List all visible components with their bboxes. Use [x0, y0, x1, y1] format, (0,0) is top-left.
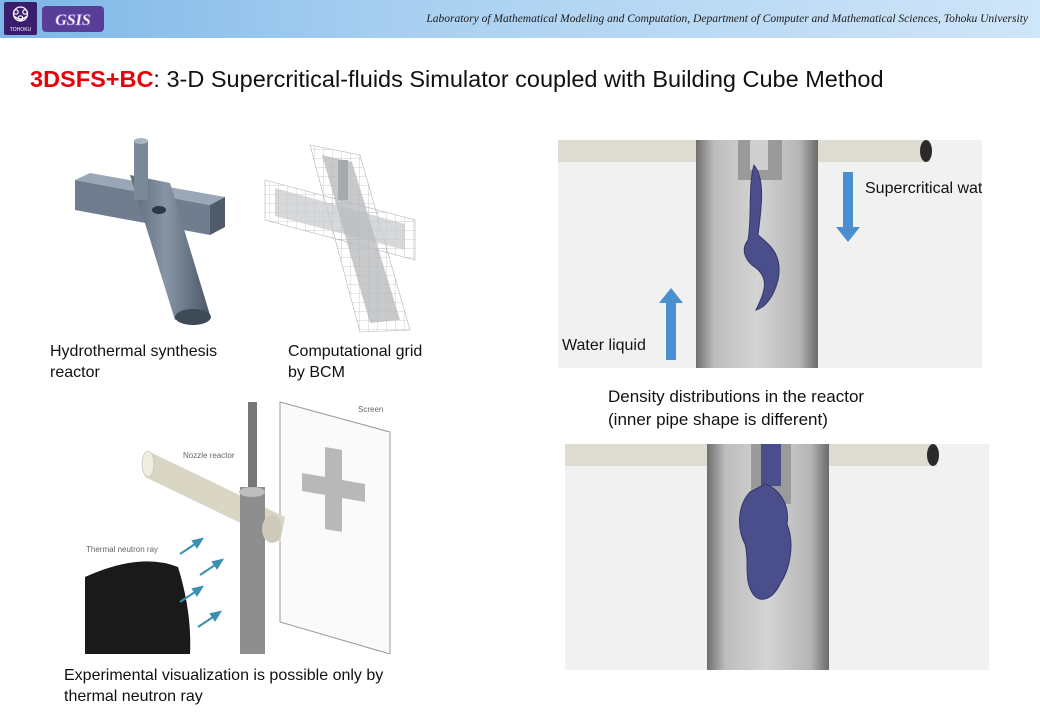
- grid-caption-line2: by BCM: [288, 364, 345, 381]
- water-liquid-label: Water liquid: [562, 337, 646, 354]
- density-simulation-bottom: [565, 444, 989, 670]
- header-bar: [0, 0, 1040, 38]
- grid-caption-line1: Computational grid: [288, 343, 423, 360]
- experiment-caption-line2: thermal neutron ray: [64, 688, 203, 705]
- density-caption: Density distributions in the reactor (in…: [608, 385, 864, 431]
- reactor-caption-line1: Hydrothermal synthesis: [50, 343, 218, 360]
- bcm-grid-illustration: [260, 140, 420, 335]
- title-acronym: 3DSFS+BC: [30, 66, 154, 92]
- reactor-illustration: [60, 135, 260, 335]
- density-caption-line2: (inner pipe shape is different): [608, 410, 828, 429]
- title-rest: : 3-D Supercritical-fluids Simulator cou…: [153, 66, 884, 92]
- lab-affiliation-text: Laboratory of Mathematical Modeling and …: [426, 13, 1028, 25]
- tohoku-university-logo: TOHOKU: [4, 2, 37, 35]
- supercritical-label: Supercritical water: [865, 180, 982, 197]
- experiment-illustration: Screen Nozzle reactor Thermal neutron ra…: [80, 392, 410, 654]
- density-caption-line1: Density distributions in the reactor: [608, 387, 865, 406]
- tohoku-logo-text: TOHOKU: [10, 27, 32, 33]
- gsis-logo: GSIS: [42, 6, 104, 32]
- experiment-caption: Experimental visualization is possible o…: [64, 665, 383, 707]
- slide-title: 3DSFS+BC: 3-D Supercritical-fluids Simul…: [30, 66, 884, 93]
- ray-label: Thermal neutron ray: [86, 545, 158, 554]
- experiment-caption-line1: Experimental visualization is possible o…: [64, 667, 384, 684]
- reactor-caption: Hydrothermal synthesis reactor: [50, 341, 217, 383]
- gsis-logo-text: GSIS: [55, 12, 91, 29]
- grid-caption: Computational grid by BCM: [288, 341, 422, 383]
- nozzle-label: Nozzle reactor: [183, 451, 235, 460]
- reactor-caption-line2: reactor: [50, 364, 100, 381]
- density-simulation-top: Supercritical water Water liquid: [558, 140, 982, 368]
- screen-label: Screen: [358, 405, 383, 414]
